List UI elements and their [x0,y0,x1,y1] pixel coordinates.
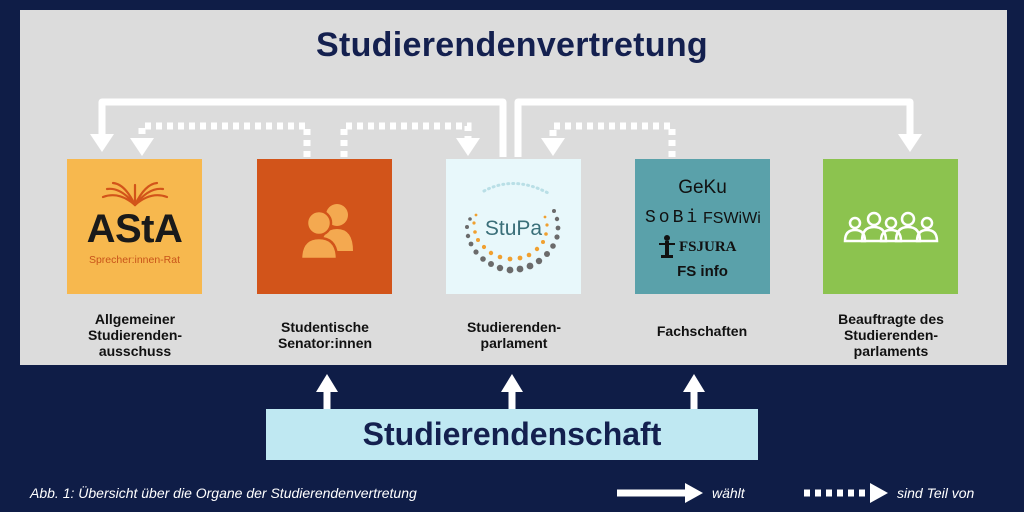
asta-box: AStA Sprecher:innen-Rat [67,159,202,294]
dotted-senat-asta [138,122,311,157]
group-icon [843,211,939,243]
legend-solid-label: wählt [712,485,745,501]
studierendenschaft-box: Studierendenschaft [266,409,758,460]
logo-fswiwi: FSWiWi [703,210,761,227]
dotted-fs-stupa [549,122,676,157]
diagram-title: Studierendenvertretung [316,26,708,64]
logo-fsjura: FSJURA [679,239,737,255]
people-icon [299,204,353,261]
logo-fsinfo: FS info [677,263,728,280]
asta-logo-subtext: Sprecher:innen-Rat [88,254,181,266]
dotted-senat-stupa [340,122,472,157]
arrow-stupa-asta [98,98,507,157]
stupa-logo [465,181,561,274]
label-fachschaften: Fachschaften [656,323,748,339]
asta-logo-text: AStA [86,207,183,251]
legend-solid-arrow [617,483,703,503]
stupa-logo-text: StuPa [484,217,543,240]
label-stupa: Studierenden- parlament [466,319,562,351]
fachschaften-box: GeKu SoBi FSWiWi FSJURA FS info [635,159,770,294]
beauftragte-box [823,159,958,294]
legend-dotted-label: sind Teil von [897,485,975,501]
senat-box [257,159,392,294]
label-asta: Allgemeiner Studierenden- ausschuss [87,311,183,359]
label-senat: Studentische Senator:innen [277,319,373,351]
justitia-icon [659,235,675,258]
arrow-stupa-beauftragte [514,98,914,157]
legend-dotted-arrow [804,483,888,503]
stupa-box: StuPa [446,159,581,294]
label-beauftragte: Beauftragte des Studierenden- parlaments [838,311,944,359]
logo-geku: GeKu [678,177,727,198]
asta-logo [101,181,169,207]
figure-caption: Abb. 1: Übersicht über die Organe der St… [30,485,417,501]
logo-sobi: SoBi [645,208,701,228]
